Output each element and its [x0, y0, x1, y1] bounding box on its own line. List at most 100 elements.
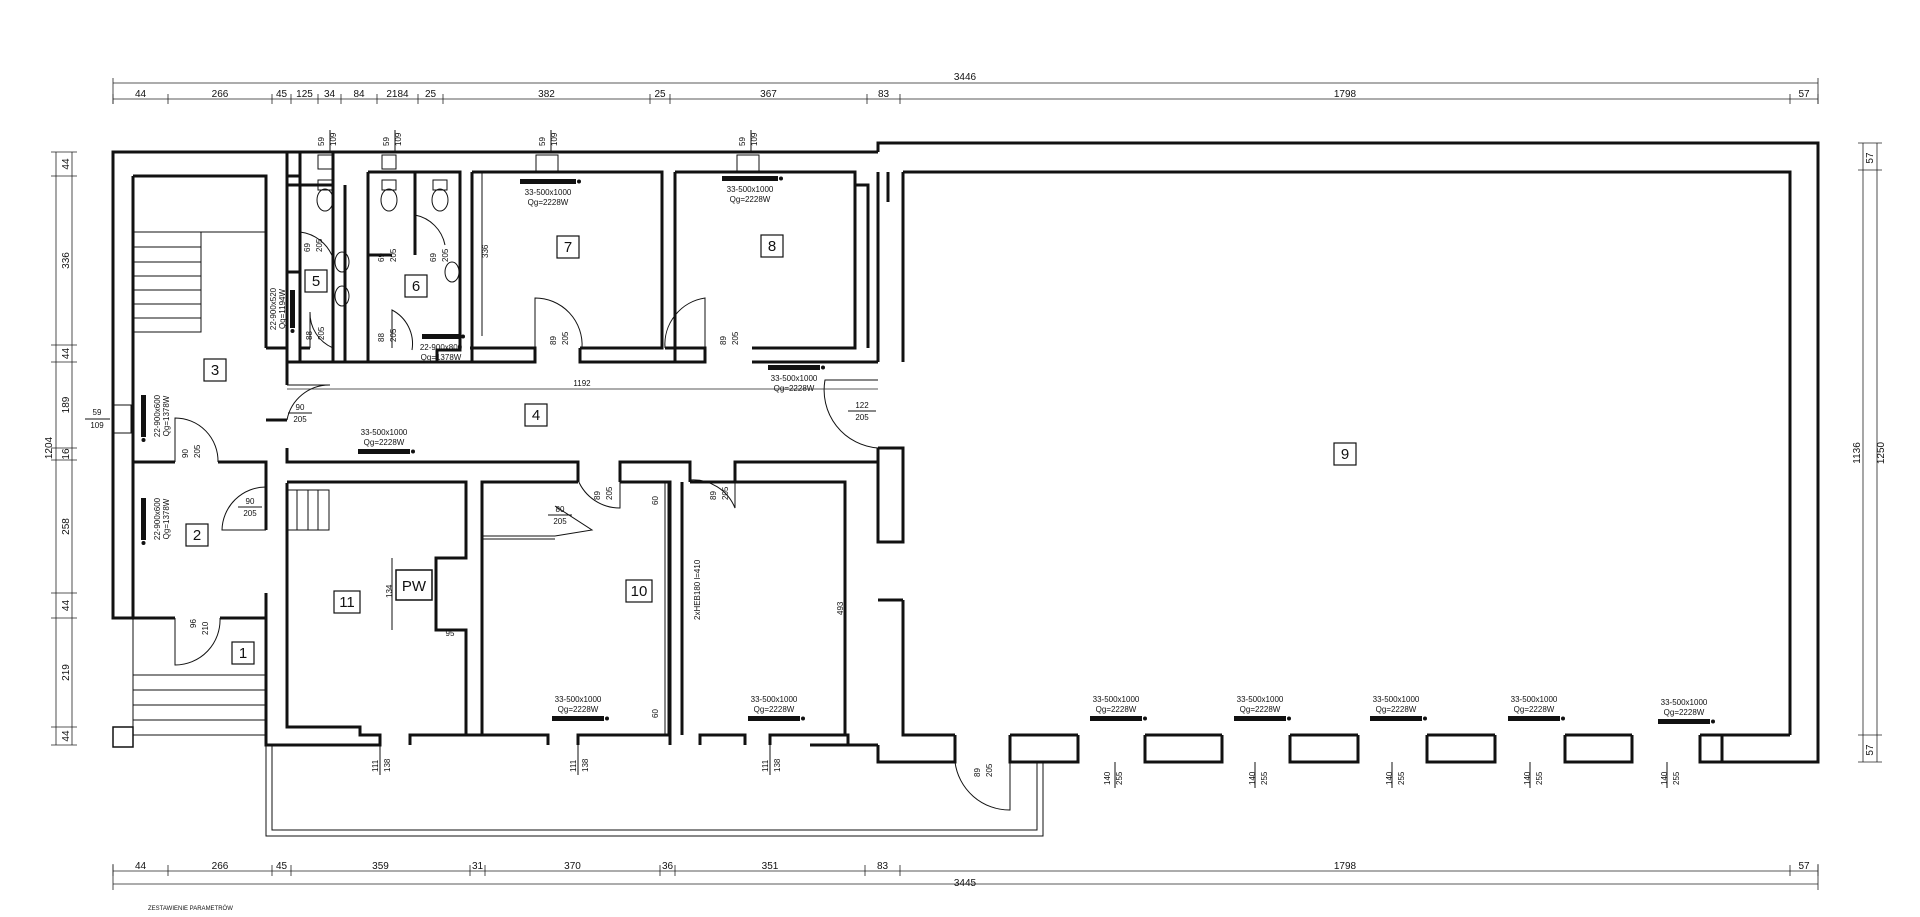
- radiator-power: Qg=2228W: [1240, 705, 1281, 714]
- dim-top-segment: 2184: [386, 89, 409, 100]
- dim-top-segment: 44: [135, 89, 147, 100]
- dim-bottom-segment: 370: [564, 861, 581, 872]
- svg-text:109: 109: [90, 421, 104, 430]
- svg-text:109: 109: [394, 132, 403, 146]
- room-number-box: [203, 358, 227, 382]
- radiator-power: Qg=2228W: [528, 198, 569, 207]
- radiator-type: 33-500x1000: [361, 428, 408, 437]
- radiator-type: 33-500x1000: [771, 374, 818, 383]
- room-number-box: [404, 274, 428, 298]
- radiator-valve: [141, 438, 146, 442]
- sanitary-fixtures: [316, 154, 760, 307]
- room-number-box: [524, 403, 548, 427]
- svg-text:205: 205: [317, 326, 326, 340]
- radiator-bar: [141, 395, 146, 437]
- radiator-valve: [577, 179, 581, 184]
- radiator-valve: [1561, 716, 1565, 721]
- dim-right-bottom: 57: [1865, 744, 1876, 756]
- svg-text:90: 90: [181, 449, 190, 458]
- dim-left-segment: 44: [61, 730, 72, 742]
- svg-text:89: 89: [719, 336, 728, 345]
- radiator-valve: [461, 334, 465, 339]
- dim-bottom-segment: 1798: [1334, 861, 1357, 872]
- svg-text:88: 88: [377, 333, 386, 342]
- radiator-bar: [520, 179, 576, 184]
- dim-left-segment: 258: [61, 518, 72, 535]
- radiator-power: Qg=1378W: [162, 395, 171, 436]
- dim-bottom-segment: 45: [276, 861, 288, 872]
- radiator-type: 33-500x1000: [727, 185, 774, 194]
- svg-text:122: 122: [855, 401, 869, 410]
- radiator-valve: [801, 716, 805, 721]
- dim-right-inner: 1136: [1852, 442, 1863, 464]
- beam-label: 2xHEB180 l=410: [693, 559, 702, 620]
- window-tag-left: 59 109: [85, 404, 132, 434]
- svg-text:205: 205: [985, 763, 994, 777]
- radiator-bar: [358, 449, 410, 454]
- dim-bottom-total: 3445: [954, 878, 977, 889]
- corridor-length: 1192: [573, 379, 591, 388]
- radiator-bar: [422, 334, 460, 339]
- radiator-type: 33-500x1000: [1237, 695, 1284, 704]
- room-number-5: 5: [312, 273, 320, 290]
- radiator-power: Qg=2228W: [1376, 705, 1417, 714]
- radiator-valve: [1423, 716, 1427, 721]
- svg-text:255: 255: [1397, 771, 1406, 785]
- svg-text:255: 255: [1115, 771, 1124, 785]
- svg-text:89: 89: [593, 491, 602, 500]
- svg-text:90: 90: [296, 403, 305, 412]
- dim-top-segment: 34: [324, 89, 336, 100]
- radiator-valve: [605, 716, 609, 721]
- right-dimension-chain: 57 57 1136 1250: [1852, 142, 1887, 763]
- radiator-type: 22-900x520: [269, 287, 278, 330]
- radiator-type: 33-500x1000: [555, 695, 602, 704]
- radiator-power: Qg=1378W: [162, 498, 171, 539]
- dim-bottom-segment: 36: [662, 861, 674, 872]
- dim-top-total: 3446: [954, 72, 977, 83]
- radiator-type: 33-500x1000: [1661, 698, 1708, 707]
- svg-text:205: 205: [441, 248, 450, 262]
- room-number-box: [625, 579, 653, 603]
- radiator-type: 22-900x600: [153, 497, 162, 540]
- svg-text:111: 111: [371, 759, 380, 772]
- radiator-valve: [411, 449, 415, 454]
- room-number-8: 8: [768, 238, 776, 255]
- svg-text:59: 59: [738, 137, 747, 146]
- radiator-power: Qg=2228W: [730, 195, 771, 204]
- building-walls: [111, 141, 1820, 837]
- misc-labels: 1192 336 2xHEB180 l=410 493 134 95 60 60…: [148, 244, 878, 912]
- radiator-valve: [290, 329, 295, 333]
- dim-left-segment: 44: [61, 600, 72, 612]
- door-labels: 90 205 90 205 90 205 96 210 69 205 88 20…: [181, 238, 994, 777]
- radiators: 33-500x1000Qg=2228W33-500x1000Qg=2228W33…: [141, 176, 1715, 724]
- svg-text:140: 140: [1385, 771, 1394, 785]
- svg-text:80: 80: [556, 505, 565, 514]
- svg-text:138: 138: [773, 758, 782, 772]
- svg-text:140: 140: [1103, 771, 1112, 785]
- pw-label: PW: [402, 578, 427, 595]
- dim-bottom-segment: 44: [135, 861, 147, 872]
- radiator-type: 22-900x600: [153, 394, 162, 437]
- dim-top-segment: 45: [276, 89, 288, 100]
- room-number-10: 10: [631, 583, 648, 600]
- room-number-2: 2: [193, 527, 201, 544]
- svg-text:140: 140: [1523, 771, 1532, 785]
- radiator-bar: [1508, 716, 1560, 721]
- dim-bottom-segment: 31: [472, 861, 484, 872]
- room-number-box: [304, 269, 328, 293]
- radiator-valve: [141, 541, 146, 545]
- dim-top-segment: 367: [760, 89, 777, 100]
- room-number-11: 11: [339, 594, 355, 611]
- dim-top-segment: 84: [353, 89, 365, 100]
- svg-text:205: 205: [855, 413, 869, 422]
- svg-text:89: 89: [709, 491, 718, 500]
- svg-text:59: 59: [317, 137, 326, 146]
- radiator-bar: [1370, 716, 1422, 721]
- dim-left-segment: 219: [61, 664, 72, 681]
- svg-text:69: 69: [377, 253, 386, 262]
- room-number-9: 9: [1341, 446, 1349, 463]
- svg-text:59: 59: [538, 137, 547, 146]
- wall-493: 493: [836, 601, 845, 615]
- radiator-valve: [779, 176, 783, 181]
